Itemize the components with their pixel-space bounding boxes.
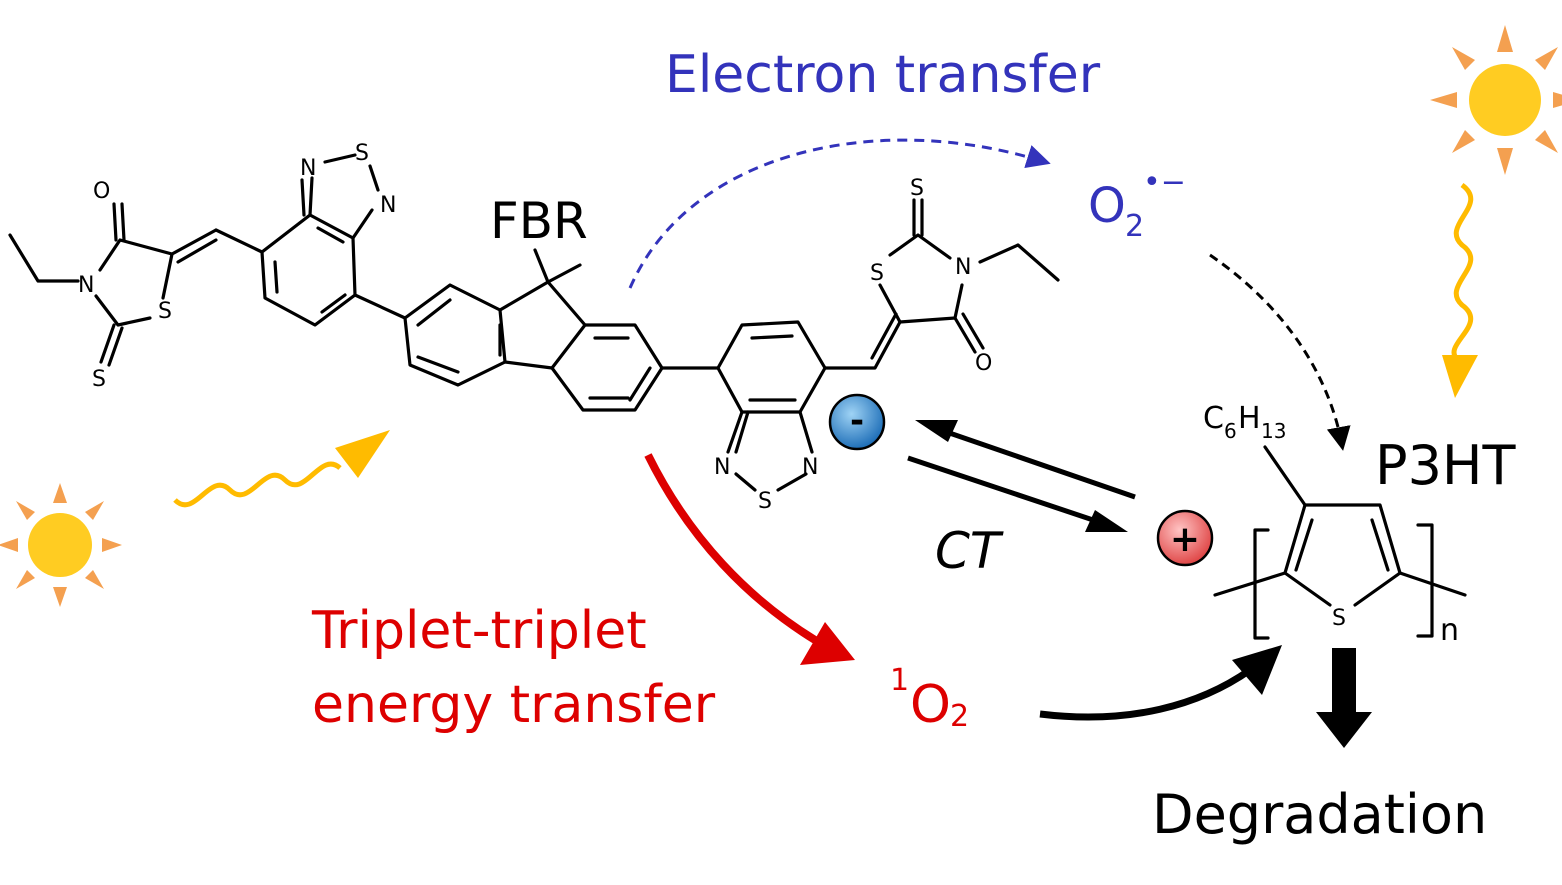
ct-arrow-back-head xyxy=(915,420,958,442)
light-wave-top-arrowhead xyxy=(1442,355,1478,398)
repeat-unit-n: n xyxy=(1440,613,1459,648)
atom-s-p3ht: S xyxy=(1332,606,1346,631)
hexyl-h: H xyxy=(1238,401,1261,436)
p3ht-label: P3HT xyxy=(1375,434,1517,497)
minus-charge-icon: - xyxy=(828,393,886,451)
left-rhodanine: O N S S xyxy=(8,179,218,392)
singlet-superscript: 1 xyxy=(890,663,909,698)
ct-arrow-forward xyxy=(907,455,1109,528)
plus-sign: + xyxy=(1170,519,1200,560)
singlet-subscript: 2 xyxy=(950,699,969,734)
atom-s-left-ring: S xyxy=(158,299,172,324)
fbr-molecule: O N S S N S N FBR xyxy=(8,141,1060,514)
light-wave-bottom-arrowhead xyxy=(335,430,390,478)
fbr-label: FBR xyxy=(490,192,588,250)
right-benzothiadiazole: N S N xyxy=(714,312,902,514)
atom-n-btd1: N xyxy=(300,156,316,181)
atom-n-btd2a: N xyxy=(714,455,730,480)
atom-s-right-ring: S xyxy=(870,261,884,286)
atom-n-left: N xyxy=(78,273,94,298)
degradation-label: Degradation xyxy=(1152,783,1487,846)
singlet-oxygen-label: 1 O 2 xyxy=(890,663,969,735)
sun-icon-top-right xyxy=(1430,25,1562,175)
plus-charge-icon: + xyxy=(1156,509,1214,567)
triplet-label-line1: Triplet-triplet xyxy=(311,601,647,661)
superoxide-o: O xyxy=(1088,178,1126,234)
left-benzothiadiazole: N S N xyxy=(214,141,407,327)
superoxide-superscript: •− xyxy=(1143,165,1186,200)
atom-s-right-thione: S xyxy=(910,176,924,201)
fluorene-core: FBR xyxy=(403,192,720,412)
superoxide-subscript: 2 xyxy=(1125,209,1144,244)
atom-s-btd1: S xyxy=(355,141,369,166)
triplet-label-line2: energy transfer xyxy=(312,675,716,735)
singlet-to-p3ht-arrow xyxy=(1039,667,1253,721)
p3ht-molecule: P3HT C 6 H 13 S n xyxy=(1203,401,1517,648)
atom-n-btd1b: N xyxy=(380,193,396,218)
atom-o-right: O xyxy=(975,351,992,376)
atom-n-btd2b: N xyxy=(802,455,818,480)
singlet-o: O xyxy=(910,675,951,735)
ct-arrow-back xyxy=(934,425,1136,500)
superoxide-label: O 2 •− xyxy=(1088,165,1186,244)
electron-transfer-label: Electron transfer xyxy=(665,45,1101,105)
light-wave-bottom xyxy=(173,461,342,508)
atom-o-left: O xyxy=(93,179,110,204)
degradation-arrow xyxy=(1316,648,1372,748)
ct-arrow-forward-head xyxy=(1085,510,1128,532)
triplet-transfer-arrowhead xyxy=(800,622,855,665)
electron-transfer-arrow xyxy=(628,138,1051,289)
ct-label: CT xyxy=(935,522,1004,580)
atom-n-right: N xyxy=(955,255,971,280)
sun-icon-bottom-left xyxy=(0,483,122,607)
superoxide-to-p3ht-arrow xyxy=(1209,253,1351,451)
light-wave-top xyxy=(1451,182,1474,362)
hexyl-c: C xyxy=(1203,401,1224,436)
hexyl-h-sub: 13 xyxy=(1261,419,1286,443)
singlet-to-p3ht-arrowhead xyxy=(1232,645,1282,695)
hexyl-c-sub: 6 xyxy=(1224,419,1237,443)
right-rhodanine: S S N O xyxy=(870,176,1060,376)
triplet-transfer-arrow xyxy=(644,453,818,644)
atom-s-left-thione: S xyxy=(92,367,106,392)
atom-s-btd2: S xyxy=(758,489,772,514)
minus-sign: - xyxy=(850,401,864,441)
